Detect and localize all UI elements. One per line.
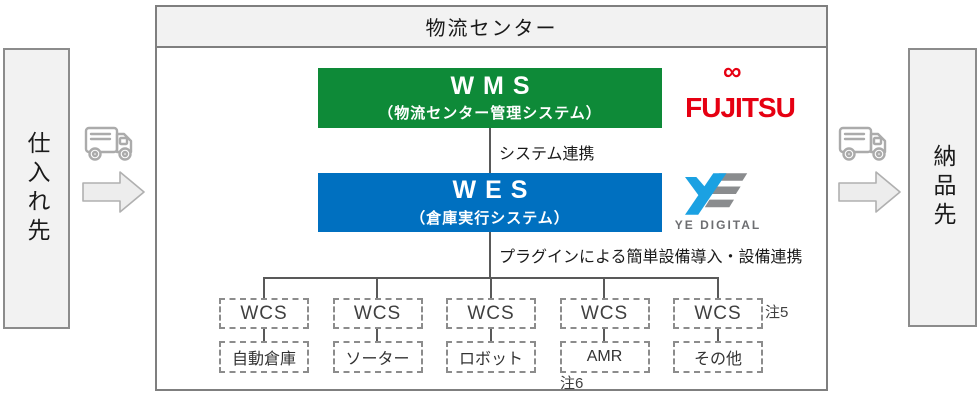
- wcs-note5: 注5: [765, 304, 789, 321]
- tree-drop-line: [376, 277, 378, 298]
- truck-icon: [84, 126, 133, 161]
- wcs-box-5: WCS: [673, 298, 763, 329]
- wcs-device-stub-line: [263, 329, 265, 341]
- wcs-box-4: WCS: [559, 298, 650, 329]
- wms-wes-connector-line: [489, 128, 491, 173]
- device-box-sorter: ソーター: [332, 341, 423, 373]
- ye-digital-mark-icon: [685, 173, 748, 215]
- truck-icon: [838, 126, 887, 161]
- ye-digital-wordmark: YE DIGITAL: [674, 218, 762, 232]
- wcs-device-stub-line: [376, 329, 378, 341]
- device-box-robot: ロボット: [446, 341, 536, 373]
- wms-wes-connection-label: システム連携: [499, 146, 595, 163]
- flow-arrow-right-icon: [838, 171, 901, 213]
- wcs-device-stub-line: [603, 329, 605, 341]
- fujitsu-infinity-icon: ∞: [723, 56, 742, 86]
- wes-box: WES （倉庫実行システム）: [318, 173, 662, 232]
- wcs-box-1: WCS: [219, 298, 309, 329]
- tree-drop-line: [263, 277, 265, 298]
- device-box-amr: AMR: [559, 341, 650, 373]
- flow-arrow-left-icon: [82, 171, 145, 213]
- device-box-other: その他: [673, 341, 763, 373]
- wcs-device-stub-line: [717, 329, 719, 341]
- ye-digital-logo: YE DIGITAL: [672, 172, 764, 234]
- wms-title: WMS: [450, 71, 539, 100]
- tree-drop-line: [490, 277, 492, 298]
- wcs-device-stub-line: [490, 329, 492, 341]
- wcs-box-2: WCS: [332, 298, 423, 329]
- wms-subtitle: （物流センター管理システム）: [378, 105, 602, 123]
- customer-box: 納品先: [908, 48, 977, 327]
- tree-drop-line: [603, 277, 605, 298]
- amr-note6: 注6: [560, 375, 584, 392]
- wes-subtitle: （倉庫実行システム）: [410, 209, 570, 227]
- wes-wcs-connection-label: プラグインによる簡単設備導入・設備連携: [499, 249, 803, 266]
- customer-label: 納品先: [930, 144, 956, 231]
- wcs-box-3: WCS: [446, 298, 536, 329]
- tree-drop-line: [717, 277, 719, 298]
- wes-title: WES: [452, 176, 537, 205]
- fujitsu-logo: ∞ FUJITSU: [676, 58, 804, 124]
- logistics-center-title: 物流センター: [155, 5, 828, 48]
- wes-wcs-connector-line: [489, 232, 491, 278]
- supplier-box: 仕入れ先: [3, 48, 70, 329]
- supplier-label: 仕入れ先: [24, 130, 50, 247]
- device-box-auto-warehouse: 自動倉庫: [219, 341, 309, 373]
- fujitsu-wordmark: FUJITSU: [685, 92, 796, 123]
- wms-box: WMS （物流センター管理システム）: [318, 68, 662, 128]
